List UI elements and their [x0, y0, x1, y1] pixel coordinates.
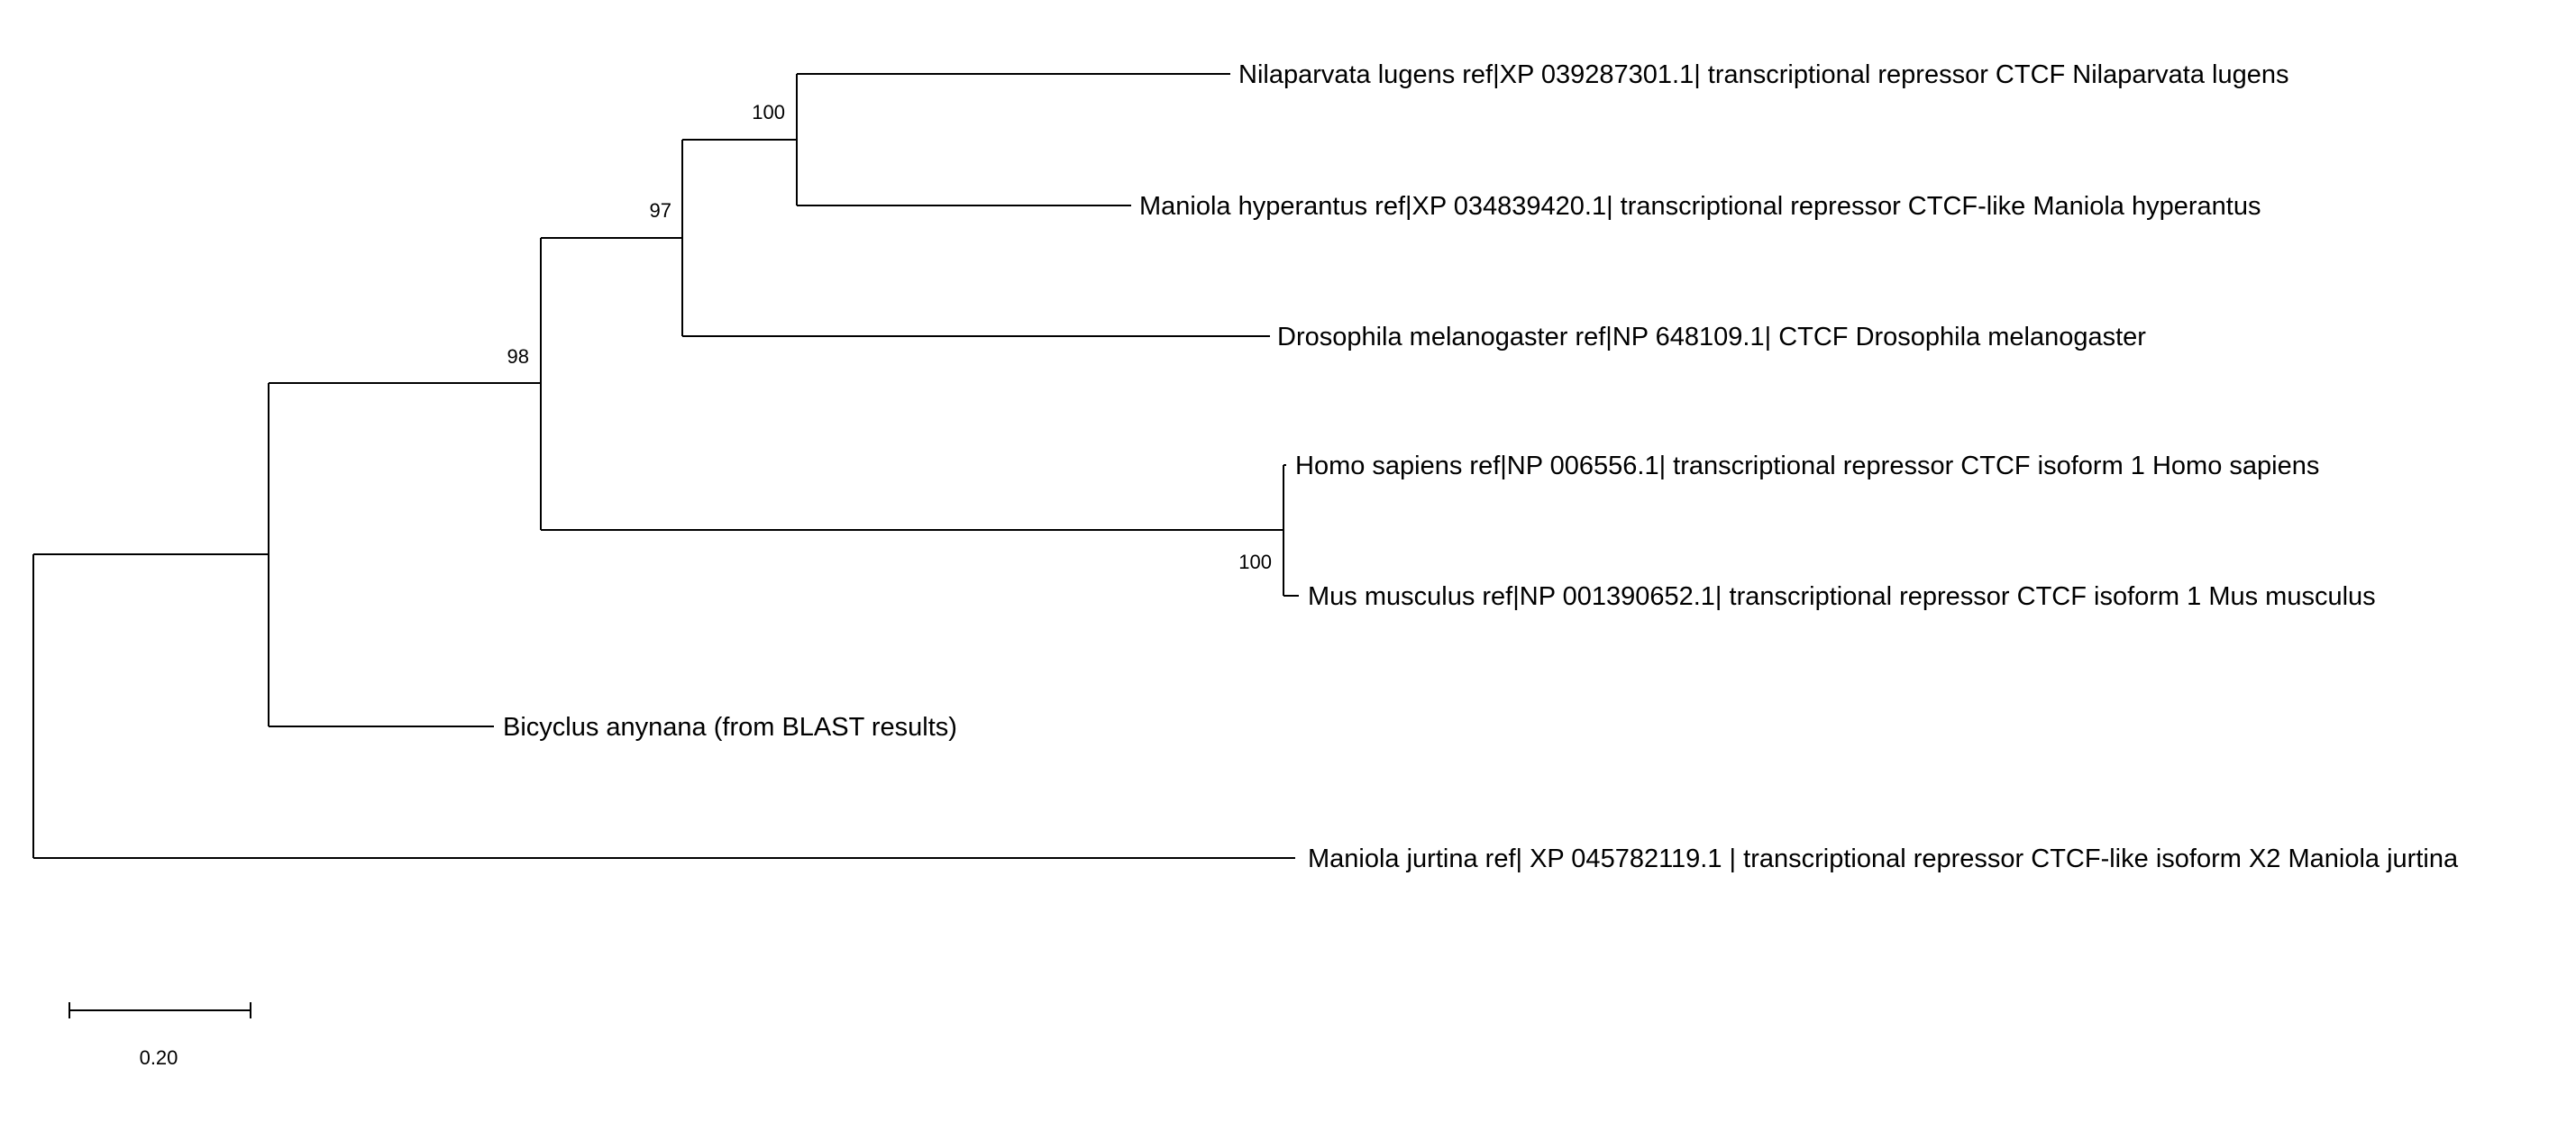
leaf-label-drosophila: Drosophila melanogaster ref|NP 648109.1|… [1277, 323, 2146, 351]
scale-bar-label: 0.20 [140, 1046, 178, 1069]
bootstrap-value: 97 [650, 199, 671, 222]
bootstrap-value: 100 [752, 101, 785, 123]
scale-bar: 0.20 [69, 1002, 251, 1069]
leaf-label-maniola-jurtina: Maniola jurtina ref| XP 045782119.1 | tr… [1308, 844, 2459, 873]
leaf-label-bicyclus: Bicyclus anynana (from BLAST results) [503, 713, 957, 742]
leaf-label-mus: Mus musculus ref|NP 001390652.1| transcr… [1308, 582, 2376, 611]
leaf-label-homo: Homo sapiens ref|NP 006556.1| transcript… [1295, 452, 2319, 480]
leaf-label-maniola-hyperantus: Maniola hyperantus ref|XP 034839420.1| t… [1139, 192, 2261, 221]
bootstrap-value: 98 [507, 345, 529, 368]
bootstrap-value: 100 [1238, 551, 1272, 573]
leaf-label-nilaparvata: Nilaparvata lugens ref|XP 039287301.1| t… [1238, 60, 2288, 89]
